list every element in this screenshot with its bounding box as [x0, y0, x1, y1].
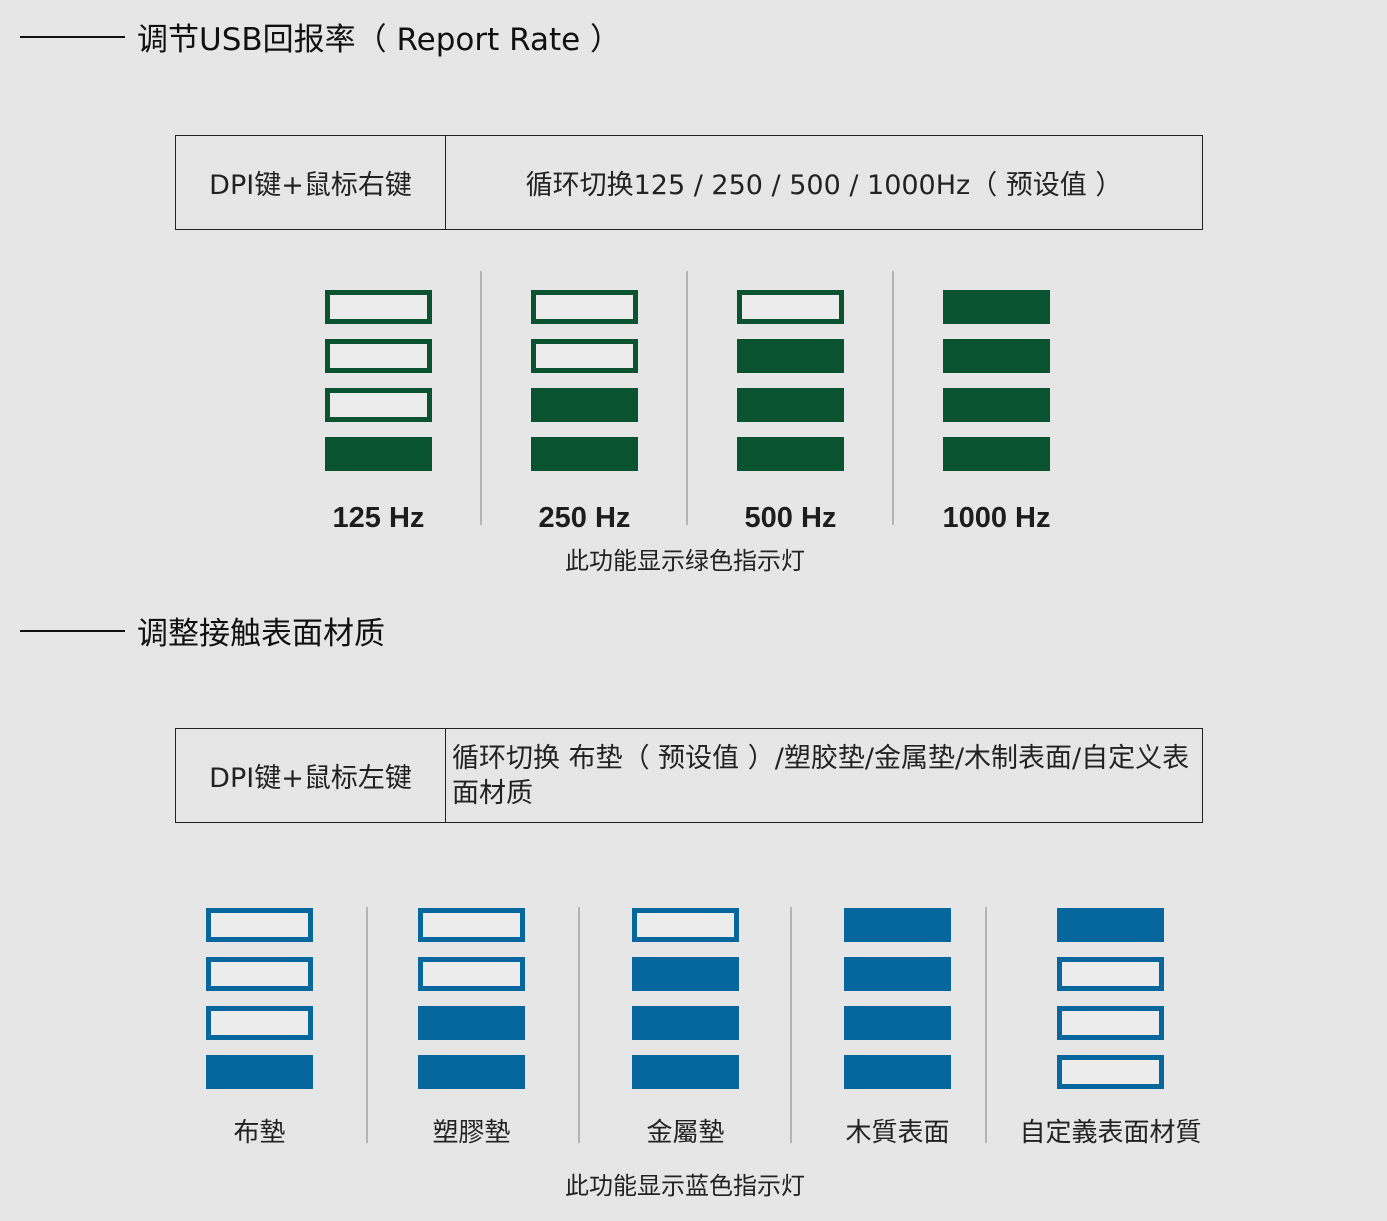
led-bar-off — [206, 957, 313, 991]
indicator-label: 1000 Hz — [942, 502, 1051, 534]
led-bar-off — [531, 290, 638, 324]
table-value: 循环切换 布垫（ 预设值 ）/塑胶垫/金属垫/木制表面/自定义表面材质 — [452, 743, 1190, 809]
heading-text: 调整接触表面材质 — [137, 616, 385, 652]
indicator-250hz: 250 Hz — [531, 290, 638, 534]
divider — [366, 907, 368, 1143]
indicator-label: 250 Hz — [538, 502, 631, 534]
led-bar-off — [1057, 1006, 1164, 1040]
section-heading-surface: 调整接触表面材质 — [20, 608, 385, 653]
divider — [480, 271, 482, 525]
led-bar-on — [844, 1006, 951, 1040]
section-heading-report-rate: 调节USB回报率（ Report Rate ） — [20, 14, 621, 59]
indicator-1000hz: 1000 Hz — [942, 290, 1051, 534]
heading-dash — [20, 629, 125, 632]
green-led-caption: 此功能显示绿色指示灯 — [565, 547, 805, 575]
indicator-label: 木質表面 — [845, 1118, 950, 1148]
led-bar-on — [943, 339, 1050, 373]
blue-led-caption: 此功能显示蓝色指示灯 — [565, 1172, 805, 1200]
indicator-custom-surface: 自定義表面材質 — [1019, 908, 1202, 1148]
divider — [790, 907, 792, 1143]
led-bar-on — [844, 908, 951, 942]
led-bar-on — [737, 388, 844, 422]
led-bar-off — [325, 388, 432, 422]
heading-text: 调节USB回报率（ Report Rate ） — [137, 22, 622, 58]
led-bar-off — [325, 339, 432, 373]
divider — [892, 271, 894, 525]
indicator-label: 125 Hz — [332, 502, 425, 534]
led-bar-off — [737, 290, 844, 324]
led-bar-off — [418, 957, 525, 991]
indicator-label: 塑膠墊 — [432, 1118, 511, 1148]
led-bar-on — [531, 388, 638, 422]
led-bar-off — [325, 290, 432, 324]
indicator-500hz: 500 Hz — [737, 290, 844, 534]
indicator-cloth-pad: 布墊 — [206, 908, 313, 1148]
indicator-label: 金屬墊 — [646, 1118, 725, 1148]
indicator-label: 自定義表面材質 — [1019, 1118, 1202, 1148]
led-bar-on — [737, 339, 844, 373]
led-bar-on — [632, 957, 739, 991]
led-bar-on — [632, 1006, 739, 1040]
led-bar-off — [206, 908, 313, 942]
heading-dash — [20, 35, 125, 38]
led-bar-on — [844, 1055, 951, 1089]
indicator-wood-surface: 木質表面 — [844, 908, 951, 1148]
led-bar-off — [531, 339, 638, 373]
led-bar-on — [844, 957, 951, 991]
led-bar-off — [1057, 957, 1164, 991]
divider — [686, 271, 688, 525]
led-bar-off — [632, 908, 739, 942]
led-bar-on — [1057, 908, 1164, 942]
indicator-125hz: 125 Hz — [325, 290, 432, 534]
divider — [578, 907, 580, 1143]
table-value: 循环切换125 / 250 / 500 / 1000Hz（ 预设值 ） — [525, 170, 1123, 201]
led-bar-on — [737, 437, 844, 471]
led-bar-on — [632, 1055, 739, 1089]
indicator-label: 500 Hz — [744, 502, 837, 534]
led-bar-on — [531, 437, 638, 471]
divider — [985, 907, 987, 1143]
led-bar-off — [1057, 1055, 1164, 1089]
led-bar-off — [418, 908, 525, 942]
led-bar-on — [943, 388, 1050, 422]
led-bar-off — [206, 1006, 313, 1040]
table-key: DPI键+鼠标左键 — [176, 729, 446, 822]
led-bar-on — [206, 1055, 313, 1089]
led-bar-on — [325, 437, 432, 471]
indicator-plastic-pad: 塑膠墊 — [418, 908, 525, 1148]
led-bar-on — [943, 290, 1050, 324]
surface-table: DPI键+鼠标左键 循环切换 布垫（ 预设值 ）/塑胶垫/金属垫/木制表面/自定… — [175, 728, 1203, 823]
led-bar-on — [418, 1006, 525, 1040]
indicator-metal-pad: 金屬墊 — [632, 908, 739, 1148]
report-rate-table: DPI键+鼠标右键 循环切换125 / 250 / 500 / 1000Hz（ … — [175, 135, 1203, 230]
indicator-label: 布墊 — [233, 1118, 286, 1148]
led-bar-on — [418, 1055, 525, 1089]
led-bar-on — [943, 437, 1050, 471]
table-key: DPI键+鼠标右键 — [176, 136, 446, 229]
